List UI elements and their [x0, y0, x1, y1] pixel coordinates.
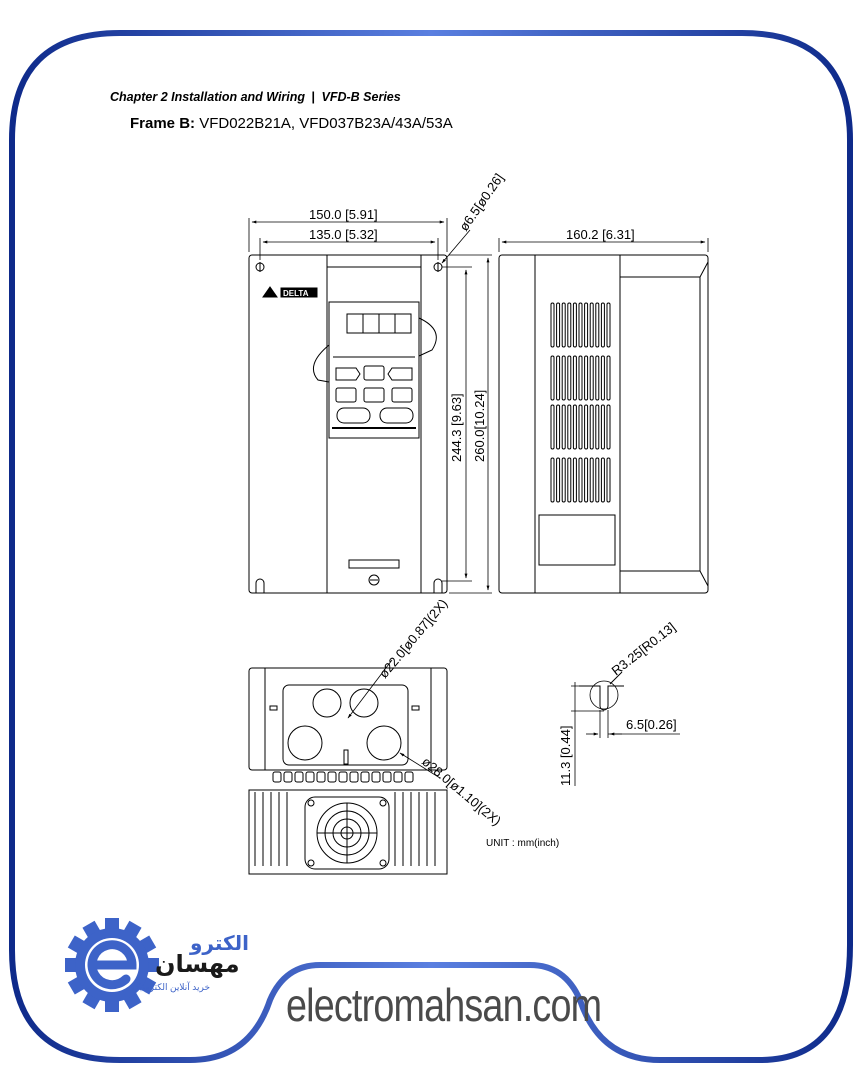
vent-slot — [561, 404, 566, 450]
vent-slot — [556, 457, 561, 503]
unit-note: UNIT : mm(inch) — [486, 838, 560, 849]
vent-slot — [606, 457, 611, 503]
dim-hole-dia: ø6.5[ø0.26] — [456, 171, 506, 234]
terminal-pin — [360, 771, 370, 783]
vent-slot — [595, 302, 600, 348]
vent-slot — [567, 302, 572, 348]
vent-slot — [578, 302, 583, 348]
page-border — [9, 30, 853, 1063]
terminal-pin — [272, 771, 282, 783]
dim-knockout-large: ø28.0[ø1.10](2X) — [419, 754, 504, 829]
front-dimension-lines — [248, 218, 492, 594]
vent-slot — [589, 355, 594, 401]
dim-height-mounting: 244.3 [9.63] — [449, 393, 464, 462]
vent-slot — [572, 355, 577, 401]
dim-height-overall: 260.0[10.24] — [472, 390, 487, 462]
terminal-pin — [393, 771, 403, 783]
chapter-title: Chapter 2 Installation and Wiring — [110, 90, 306, 104]
vent-slot — [567, 404, 572, 450]
vent-slot — [556, 404, 561, 450]
vent-slot — [578, 355, 583, 401]
bottom-dimension-lines — [347, 659, 441, 779]
vent-slot — [584, 355, 589, 401]
slot-detail — [571, 671, 680, 786]
vent-slot — [584, 302, 589, 348]
series-title: VFD-B Series — [321, 90, 401, 104]
terminal-pin — [305, 771, 315, 783]
side-vents — [550, 302, 611, 503]
logo-gear-icon — [65, 918, 159, 1012]
vent-slot — [572, 404, 577, 450]
dim-width-overall: 150.0 [5.91] — [309, 207, 378, 222]
vent-slot — [578, 457, 583, 503]
vent-slot — [550, 404, 555, 450]
terminal-pin — [294, 771, 304, 783]
dim-slot-radius: R3.25[R0.13] — [609, 619, 679, 678]
vent-slot — [572, 457, 577, 503]
terminal-pins — [272, 771, 414, 783]
side-view — [498, 254, 709, 594]
vent-slot — [600, 404, 605, 450]
brand-label: DELTA — [283, 289, 309, 298]
front-view — [248, 254, 448, 594]
vent-slot — [561, 355, 566, 401]
frame-models: VFD022B21A, VFD037B23A/43A/53A — [199, 115, 453, 132]
logo-text-1: الکترو — [189, 933, 249, 955]
vent-slot — [595, 457, 600, 503]
vent-slot — [589, 457, 594, 503]
frame-title: Frame B: VFD022B21A, VFD037B23A/43A/53A — [130, 115, 453, 132]
vent-slot — [606, 355, 611, 401]
watermark-site: electromahsan.com — [286, 979, 602, 1031]
heatsink-fins — [254, 792, 436, 866]
vent-slot — [606, 404, 611, 450]
terminal-pin — [338, 771, 348, 783]
vent-slot — [600, 355, 605, 401]
dim-slot-width: 6.5[0.26] — [626, 717, 677, 732]
terminal-pin — [316, 771, 326, 783]
vent-slot — [567, 457, 572, 503]
vent-slot — [572, 302, 577, 348]
vent-slot — [600, 302, 605, 348]
vent-slot — [606, 302, 611, 348]
vent-slot — [561, 302, 566, 348]
vent-slot — [595, 355, 600, 401]
vent-slot — [584, 404, 589, 450]
vent-slot — [550, 355, 555, 401]
header-separator: | — [311, 90, 316, 104]
vent-slot — [578, 404, 583, 450]
vent-slot — [600, 457, 605, 503]
bottom-view — [248, 667, 448, 875]
vent-slot — [595, 404, 600, 450]
logo-text-2: مهسان — [155, 951, 240, 978]
terminal-pin — [404, 771, 414, 783]
terminal-pin — [283, 771, 293, 783]
vent-slot — [584, 457, 589, 503]
terminal-pin — [371, 771, 381, 783]
dim-depth: 160.2 [6.31] — [566, 227, 635, 242]
vent-slot — [550, 302, 555, 348]
chapter-header: Chapter 2 Installation and Wiring | VFD-… — [110, 90, 401, 104]
side-dimension-lines — [498, 238, 709, 252]
vent-slot — [589, 302, 594, 348]
vent-slot — [550, 457, 555, 503]
logo-tagline: خرید آنلاین الکترونیک — [132, 981, 210, 992]
dim-slot-height: 11.3 [0.44] — [558, 726, 573, 786]
frame-label: Frame B: — [130, 115, 196, 132]
terminal-pin — [349, 771, 359, 783]
vent-slot — [589, 404, 594, 450]
dim-width-mounting: 135.0 [5.32] — [309, 227, 378, 242]
terminal-pin — [382, 771, 392, 783]
vent-slot — [556, 355, 561, 401]
terminal-pin — [327, 771, 337, 783]
vent-slot — [567, 355, 572, 401]
vent-slot — [556, 302, 561, 348]
vent-slot — [561, 457, 566, 503]
